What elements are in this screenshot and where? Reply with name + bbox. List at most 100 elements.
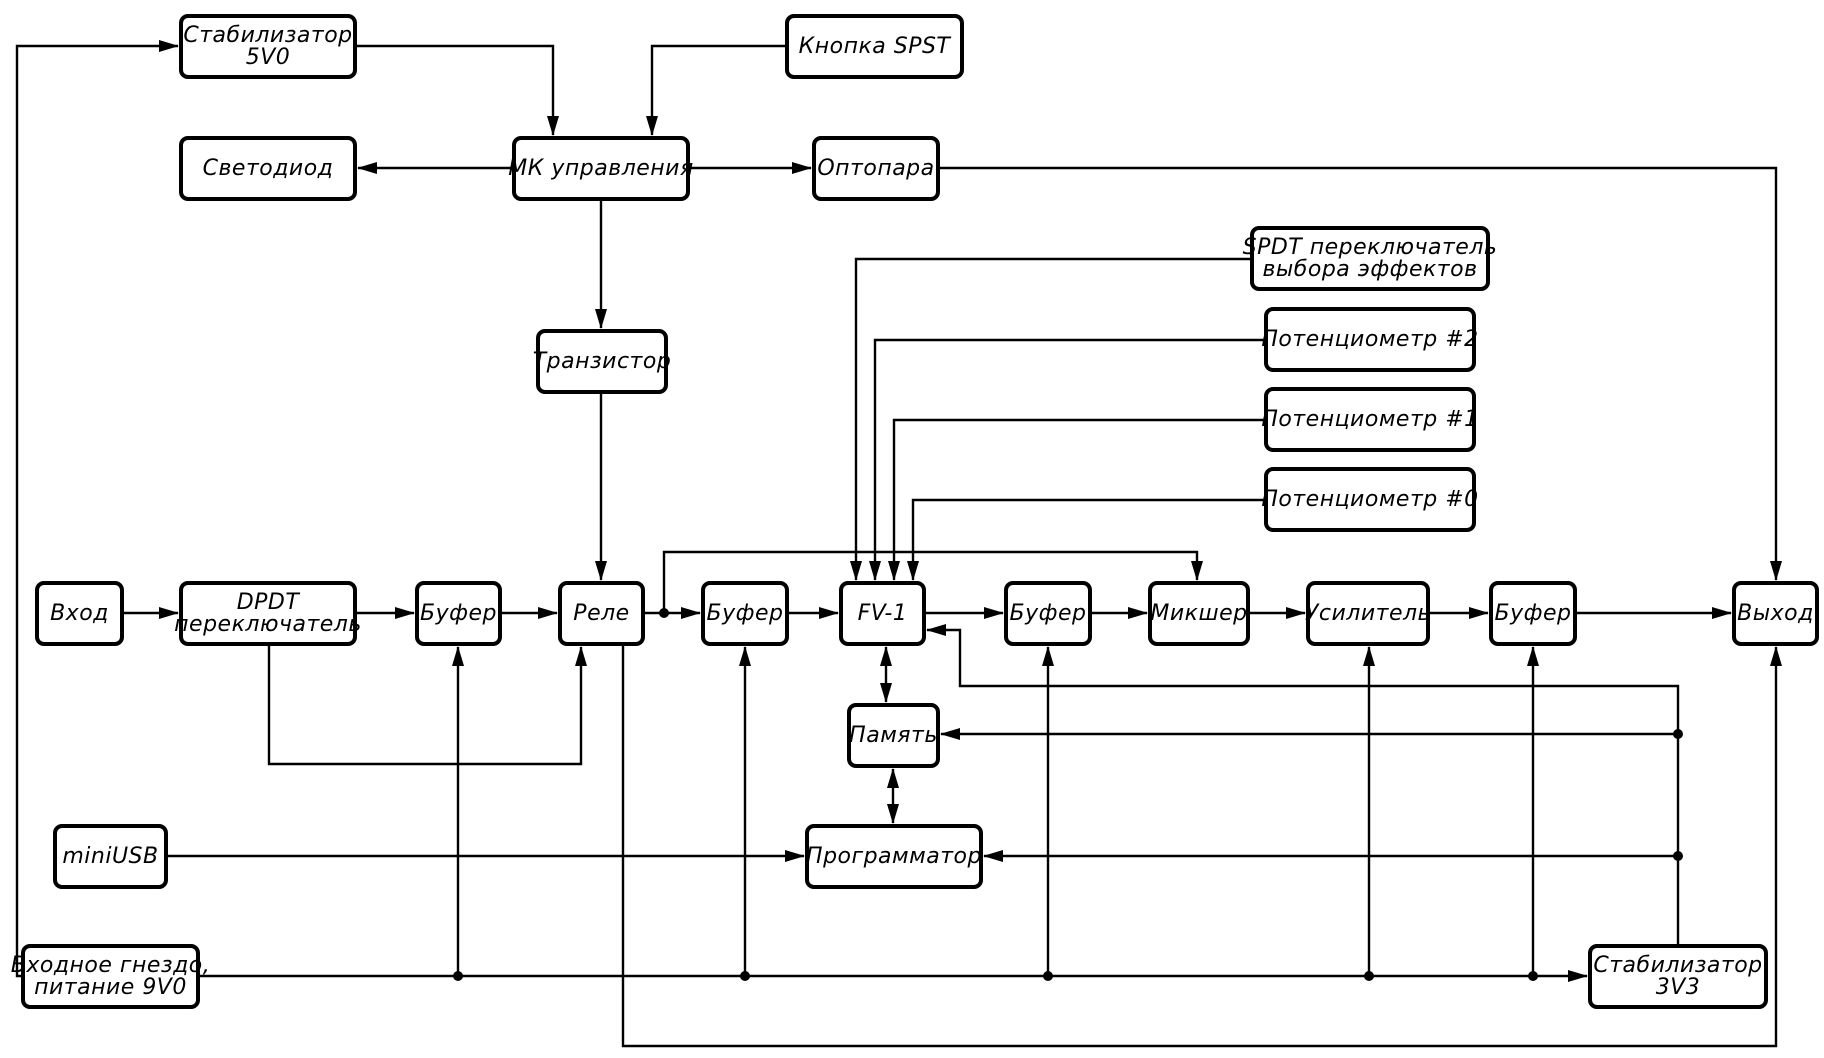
block-frame	[785, 14, 964, 79]
block-buf3: Буфер	[1004, 581, 1092, 646]
connection-line	[355, 44, 559, 136]
block-label: 5V0	[246, 45, 291, 70]
block-buf1: Буфер	[415, 581, 502, 646]
block-mixer: Микшер	[1148, 581, 1250, 646]
block-relay: Реле	[558, 581, 645, 646]
junction-dot	[1364, 971, 1374, 981]
block-frame	[1732, 581, 1819, 646]
block-label: Оптопара	[817, 156, 934, 181]
block-label: FV-1	[858, 601, 908, 626]
block-label: SPDT переключатель	[1243, 235, 1498, 260]
block-jack: Входное гнездо,питание 9V0	[11, 944, 211, 1009]
block-frame	[1264, 467, 1476, 532]
block-frame	[812, 136, 940, 201]
block-label: Реле	[573, 601, 629, 626]
block-label: МК управления	[508, 156, 693, 181]
block-label: DPDT	[237, 590, 301, 615]
junction-dot	[453, 971, 463, 981]
block-label: Буфер	[707, 601, 784, 626]
junction-dot	[1528, 971, 1538, 981]
connection-line	[850, 257, 1252, 581]
block-frame	[53, 824, 168, 889]
block-label: Буфер	[1010, 601, 1087, 626]
connection-line	[646, 44, 785, 136]
connection-line	[926, 624, 1680, 946]
block-frame	[847, 703, 940, 768]
block-frame	[1004, 581, 1092, 646]
block-label: Стабилизатор	[183, 23, 352, 48]
block-label: miniUSB	[62, 844, 158, 869]
block-button: Кнопка SPST	[785, 14, 964, 79]
block-frame	[35, 581, 124, 646]
block-label: Выход	[1737, 601, 1814, 626]
block-label: Потенциометр #2	[1261, 327, 1478, 352]
block-label: Потенциометр #1	[1261, 407, 1478, 432]
block-pot2: Потенциометр #2	[1261, 307, 1478, 372]
block-label: переключатель	[174, 612, 362, 637]
block-frame	[179, 136, 357, 201]
block-label: выбора эффектов	[1262, 257, 1477, 282]
block-label: Потенциометр #0	[1261, 487, 1478, 512]
junction-dot	[659, 608, 669, 618]
connection-line	[15, 40, 179, 978]
junction-dot	[740, 971, 750, 981]
connection-line	[907, 498, 1266, 581]
block-buf2: Буфер	[701, 581, 789, 646]
connection-line	[888, 418, 1266, 581]
block-frame	[839, 581, 926, 646]
connection-line	[662, 550, 1203, 613]
block-frame	[1250, 226, 1490, 291]
block-frame	[512, 136, 690, 201]
block-label: Транзистор	[533, 349, 672, 374]
block-frame	[179, 14, 357, 79]
block-mcu: МК управления	[508, 136, 693, 201]
block-frame	[1588, 944, 1768, 1009]
block-frame	[1489, 581, 1577, 646]
block-frame	[558, 581, 645, 646]
block-memory: Память	[847, 703, 940, 768]
block-frame	[1264, 387, 1476, 452]
block-label: Микшер	[1150, 601, 1247, 626]
block-label: Светодиод	[203, 156, 334, 181]
block-label: питание 9V0	[34, 975, 187, 1000]
block-frame	[415, 581, 502, 646]
junction-dot	[1673, 729, 1683, 739]
block-frame	[179, 581, 357, 646]
block-frame	[1264, 307, 1476, 372]
block-fv1: FV-1	[839, 581, 926, 646]
block-frame	[805, 824, 983, 889]
block-label: Память	[849, 723, 938, 748]
junction-dots	[453, 608, 1683, 981]
block-pot1: Потенциометр #1	[1261, 387, 1478, 452]
block-opto: Оптопара	[812, 136, 940, 201]
block-label: Усилитель	[1305, 601, 1431, 626]
junction-dot	[1043, 971, 1053, 981]
block-led: Светодиод	[179, 136, 357, 201]
block-frame	[701, 581, 789, 646]
connection-line	[267, 644, 587, 766]
block-label: 3V3	[1656, 975, 1701, 1000]
block-frame	[536, 329, 668, 394]
block-frame	[1148, 581, 1250, 646]
block-label: Программатор	[806, 844, 982, 869]
block-label: Кнопка SPST	[799, 34, 952, 59]
connection-line	[938, 166, 1782, 581]
block-frame	[1306, 581, 1430, 646]
block-label: Буфер	[1495, 601, 1572, 626]
block-label: Входное гнездо,	[11, 953, 211, 978]
block-input: Вход	[35, 581, 124, 646]
connection-line	[621, 644, 1782, 1048]
block-frame	[21, 944, 200, 1009]
block-programmer: Программатор	[805, 824, 983, 889]
block-label: Буфер	[420, 601, 497, 626]
block-buf4: Буфер	[1489, 581, 1577, 646]
connection-line	[869, 338, 1266, 581]
connections	[15, 40, 1782, 1048]
block-transistor: Транзистор	[533, 329, 672, 394]
